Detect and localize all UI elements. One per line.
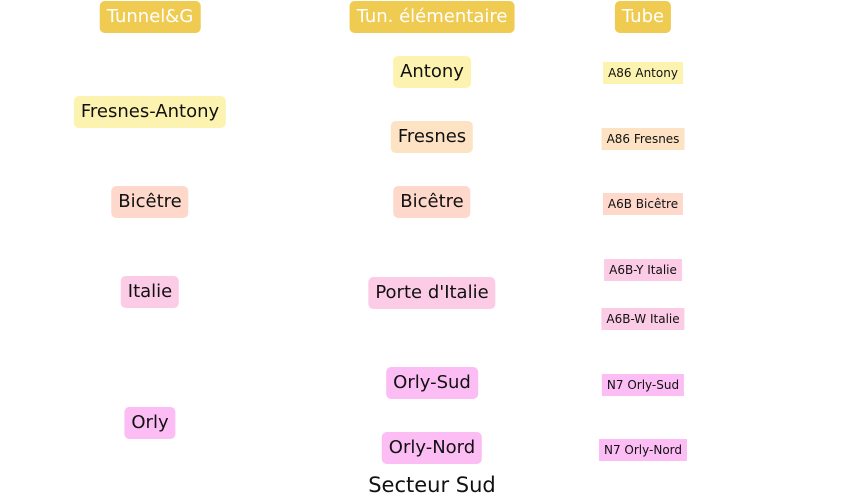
tube-node-a6b-bicetre: A6B Bicêtre: [602, 193, 684, 215]
tun-elem-node-fresnes: Fresnes: [390, 121, 474, 153]
tun-elem-node-antony: Antony: [393, 56, 471, 88]
tube-node-a86-antony: A86 Antony: [603, 62, 683, 84]
tun-elem-node-bicetre: Bicêtre: [393, 186, 471, 218]
tunnel-node-italie: Italie: [120, 276, 180, 308]
sector-title: Secteur Sud: [368, 473, 496, 497]
header-tunnel-elementaire: Tun. élémentaire: [349, 1, 515, 33]
tunnel-node-orly: Orly: [124, 407, 176, 439]
header-tube: Tube: [614, 1, 672, 33]
tube-node-n7-orly-sud: N7 Orly-Sud: [601, 374, 685, 396]
tun-elem-node-porte-d-italie: Porte d'Italie: [368, 277, 496, 309]
tube-node-n7-orly-nord: N7 Orly-Nord: [598, 439, 688, 461]
tun-elem-node-orly-nord: Orly-Nord: [381, 432, 483, 464]
tube-node-a6b-w-italie: A6B-W Italie: [601, 308, 685, 330]
tunnel-node-bicetre: Bicêtre: [111, 186, 189, 218]
tube-node-a86-fresnes: A86 Fresnes: [601, 128, 685, 150]
tun-elem-node-orly-sud: Orly-Sud: [386, 367, 478, 399]
header-tunnel-g: Tunnel&G: [99, 1, 201, 33]
tunnel-node-fresnes-antony: Fresnes-Antony: [73, 96, 227, 128]
tube-node-a6b-y-italie: A6B-Y Italie: [604, 259, 682, 281]
